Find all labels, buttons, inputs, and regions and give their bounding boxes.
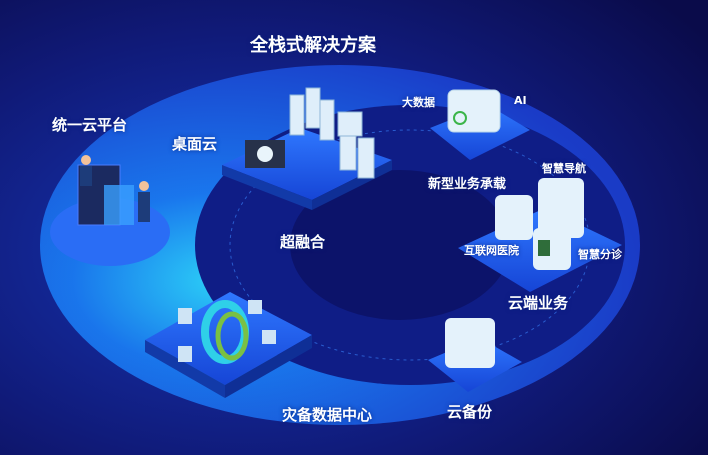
label-cloud-backup: 云备份 [447, 403, 493, 421]
page-title: 全栈式解决方案 [250, 35, 376, 56]
smart-triage-server [533, 228, 571, 270]
label-big-data: 大数据 [402, 96, 435, 109]
big-data-server [447, 89, 501, 133]
smart-navigation-server [538, 178, 584, 238]
label-new-business: 新型业务承载 [428, 177, 507, 192]
label-hyper-converged: 超融合 [280, 233, 326, 251]
label-smart-triage: 智慧分诊 [578, 248, 622, 261]
label-desktop-cloud: 桌面云 [172, 135, 218, 153]
cloud-backup-server [445, 318, 495, 368]
label-cloud-business: 云端业务 [508, 294, 569, 312]
label-internet-hospital: 互联网医院 [464, 244, 519, 257]
label-ai: AI [514, 94, 527, 107]
label-unified-cloud: 统一云平台 [52, 116, 128, 134]
label-smart-navigation: 智慧导航 [542, 162, 586, 175]
internet-hospital-server [495, 195, 533, 240]
label-dr-datacenter: 灾备数据中心 [282, 406, 373, 424]
